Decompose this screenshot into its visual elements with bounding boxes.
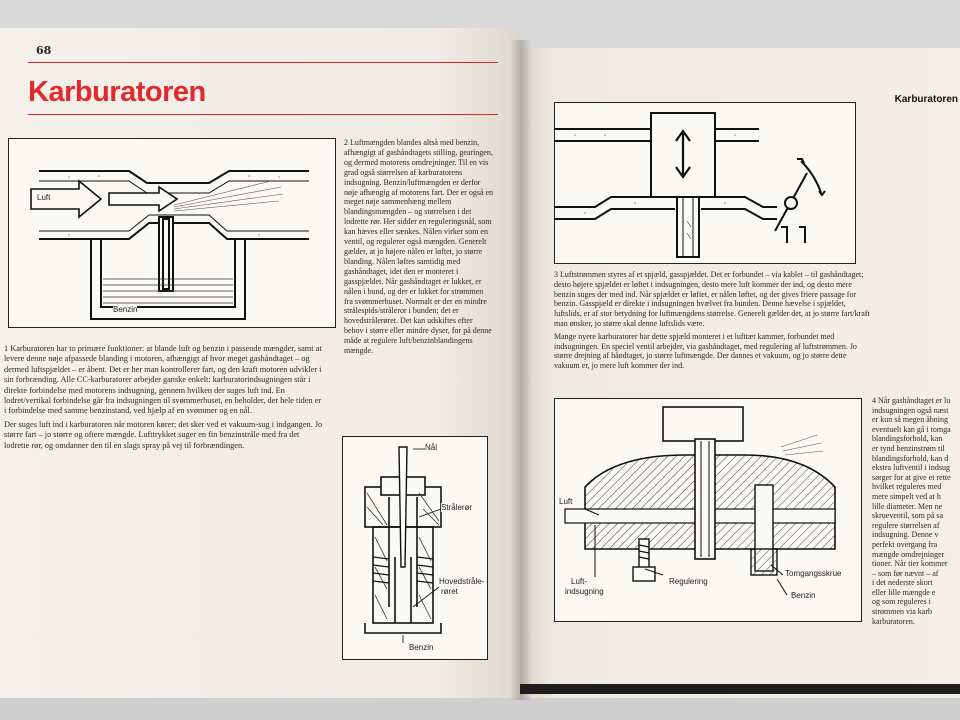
idle-circuit-diagram	[564, 406, 836, 596]
caption-4-line: eller lille mængde e	[872, 587, 936, 597]
caption-1: 1 Karburatoren har to primære funktioner…	[4, 344, 324, 454]
caption-4-line: sørger for at give et rette	[872, 472, 951, 482]
caption-2: 2 Luftmængden blandes altså med benzin, …	[344, 138, 494, 356]
label-luftindsugning-2: indsugning	[565, 587, 604, 596]
caption-4-line: er kun så megen åbning	[872, 415, 948, 425]
caption-4-line: ekstra luftventil i indsug	[872, 463, 950, 473]
caption-4-line: – som før nævnt – af	[872, 568, 939, 578]
caption-4-line: tioner. Når tier kommer	[872, 559, 948, 569]
throttle-slide-diagram	[555, 112, 826, 258]
figure-carburetor-basic: Luft Benzin	[8, 138, 336, 328]
caption-4-line: blandingsforhold, kan	[872, 434, 943, 444]
book-cover-edge	[520, 684, 960, 694]
caption-4-line: hvilket reguleres med	[872, 482, 942, 492]
right-page: Karburatoren	[520, 48, 960, 698]
label-benzin-jet: Benzin	[409, 643, 434, 652]
label-luft-fig4: Luft	[559, 497, 573, 506]
label-tomgangsskrue: Tomgangsskrue	[785, 569, 842, 578]
caption-4-line: er tynd benzinstrøm til	[872, 443, 945, 453]
figure-idle-circuit: Luft Luft- indsugning Regulering Tomgang…	[554, 398, 862, 622]
caption-4-line: perfekt overgang fra	[872, 539, 938, 549]
caption-4-line: mere simpelt ved at h	[872, 491, 941, 501]
label-benzin-fig4: Benzin	[791, 591, 816, 600]
caption-4-line: lille diameter. Men ne	[872, 501, 943, 511]
left-page: 68 Karburatoren	[0, 28, 520, 698]
caption-4-line: skrueventil, som på sa	[872, 511, 944, 521]
caption-1-para-2: Der suges luft ind i karburatoren når mo…	[4, 419, 323, 450]
caption-4-line: mængde omdrejninger	[872, 549, 945, 559]
caption-3-para-2: Mange nyere karburatorer har dette spjæl…	[554, 331, 857, 371]
carburetor-basic-diagram	[30, 170, 309, 320]
label-regulering: Regulering	[669, 577, 708, 586]
caption-4-line: blandingsforhold, kan d	[872, 453, 949, 463]
page-number: 68	[36, 44, 52, 57]
label-luft: Luft	[37, 193, 51, 202]
chapter-title: Karburatoren	[28, 76, 206, 108]
label-roeret: røret	[441, 587, 458, 596]
jet-needle-diagram	[364, 446, 442, 643]
caption-4-line: og som reguleres i	[872, 597, 931, 607]
caption-4-line: indsugning. Denne v	[872, 530, 939, 540]
caption-4-line: eventuelt kan gå i tomga	[872, 424, 951, 434]
caption-4-line: indsugningen også næst	[872, 405, 949, 415]
caption-3: 3 Luftstrømmen styres af et spjæld, gass…	[554, 270, 872, 374]
caption-1-para-1: 1 Karburatoren har to primære funktioner…	[4, 344, 322, 416]
caption-3-para-1: 3 Luftstrømmen styres af et spjæld, gass…	[554, 270, 870, 328]
label-naal: Nål	[425, 443, 438, 452]
book-gutter	[510, 40, 532, 700]
label-benzin: Benzin	[113, 305, 138, 314]
figure-throttle-slide	[554, 102, 856, 264]
caption-4-line: karburatoren.	[872, 616, 915, 626]
figure-jet-needle: Nål Strålerør Hovedstråle- røret Benzin	[342, 436, 488, 660]
label-straaleror: Strålerør	[441, 503, 473, 512]
caption-4-line: regulere størrelsen af	[872, 520, 940, 530]
top-red-rule	[28, 62, 498, 63]
caption-4-line: i det nederste skort	[872, 578, 933, 588]
label-hovedstraale: Hovedstråle-	[439, 577, 485, 586]
title-red-rule	[28, 114, 498, 115]
caption-4-line: strømmen via karb	[872, 607, 932, 617]
label-luftindsugning-1: Luft-	[571, 577, 588, 586]
running-head: Karburatoren	[894, 94, 958, 105]
caption-4-line: 4 Når gashåndtaget er lu	[872, 396, 951, 405]
